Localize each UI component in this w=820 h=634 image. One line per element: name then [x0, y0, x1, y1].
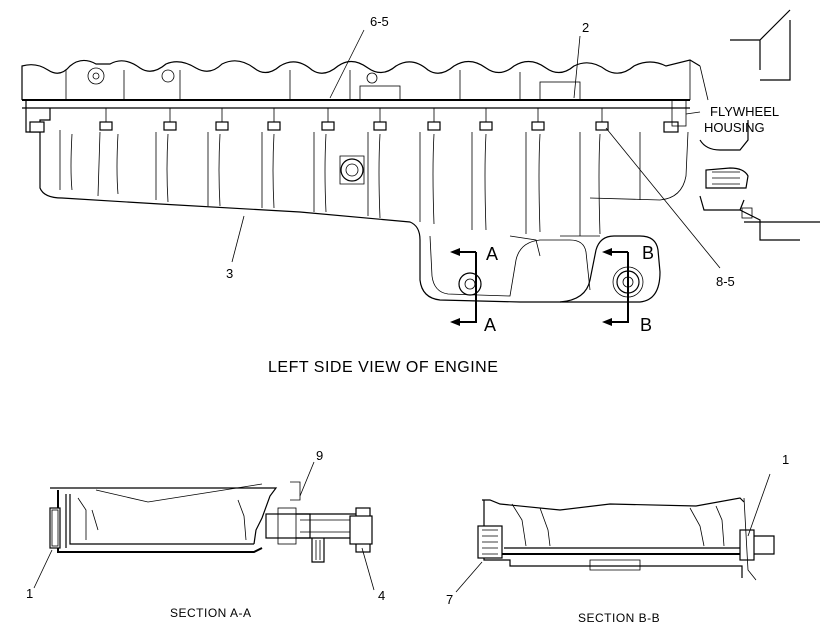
leader-1-left — [33, 549, 53, 589]
pan-bolts — [99, 108, 609, 131]
callout-3: 3 — [226, 266, 233, 281]
callout-2: 2 — [582, 20, 589, 35]
callout-1-right: 1 — [782, 452, 789, 467]
engine-block — [21, 59, 709, 101]
section-a-label-top: A — [486, 244, 498, 264]
callout-9: 9 — [316, 448, 323, 463]
section-a-a-caption: SECTION A-A — [170, 606, 252, 620]
section-markers — [450, 248, 629, 326]
oil-pan-flange — [22, 99, 690, 133]
callout-4: 4 — [378, 588, 385, 603]
section-b-label-top: B — [642, 243, 654, 263]
section-a-label-bottom: A — [484, 315, 496, 335]
leader-7 — [455, 561, 483, 593]
flywheel-label-line2: HOUSING — [704, 120, 765, 135]
section-b-b-caption: SECTION B-B — [578, 611, 660, 625]
callout-7: 7 — [446, 592, 453, 607]
flywheel-housing — [699, 9, 820, 241]
leader-4 — [361, 547, 375, 591]
callout-1-left: 1 — [26, 586, 33, 601]
flywheel-label-line1: FLYWHEEL — [710, 104, 779, 119]
section-a-a-drawing — [49, 481, 373, 563]
section-b-label-bottom: B — [640, 315, 652, 335]
view-caption: LEFT SIDE VIEW OF ENGINE — [268, 359, 498, 376]
leader-lines-top — [231, 29, 721, 269]
leader-1-right — [747, 473, 771, 537]
callout-8-5: 8-5 — [716, 274, 735, 289]
leader-9 — [299, 461, 315, 497]
section-b-b-drawing — [477, 497, 775, 581]
oil-pan-body — [39, 130, 689, 303]
callout-6-5: 6-5 — [370, 14, 389, 29]
